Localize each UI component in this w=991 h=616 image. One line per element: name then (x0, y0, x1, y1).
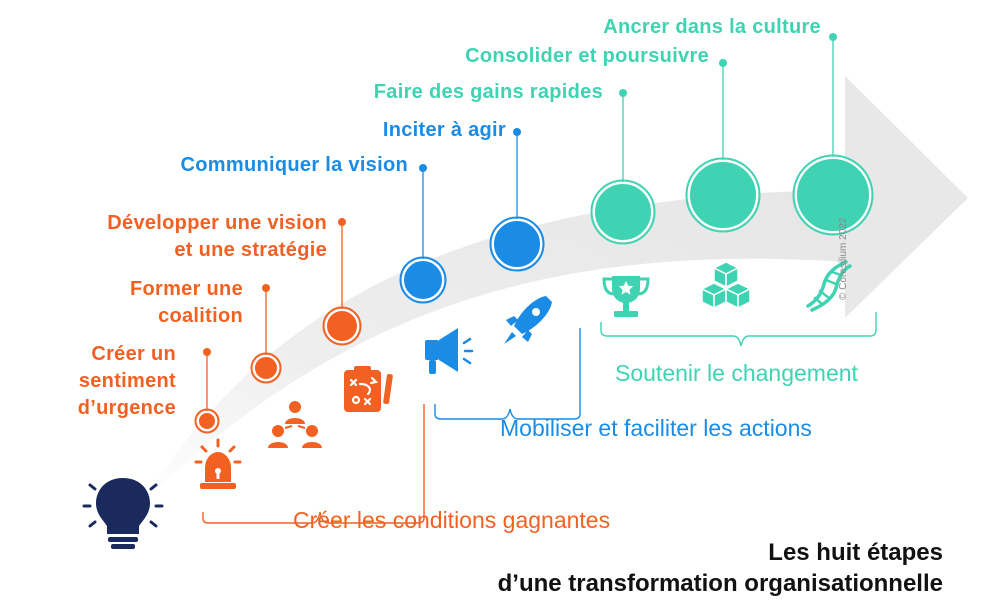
leader-dot-4 (419, 164, 427, 172)
bracket-mobilize (434, 328, 581, 420)
bracket-create (202, 404, 425, 524)
step-label-7: Consolider et poursuivre (465, 43, 709, 70)
step-1-line-2: sentiment (78, 370, 176, 392)
step-circle-2 (253, 355, 279, 381)
strategy-board-icon (344, 366, 393, 412)
leader-dot-7 (719, 59, 727, 67)
leader-dot-2 (262, 284, 270, 292)
step-label-5: Inciter à agir (383, 117, 506, 144)
leader-dot-5 (513, 128, 521, 136)
copyright-text: © Coresilium 2022 (838, 217, 849, 300)
arrow-head (845, 76, 968, 318)
leader-dot-3 (338, 218, 346, 226)
step-8-line-1: Ancrer dans la culture (603, 16, 821, 38)
lightbulb-icon (82, 478, 164, 549)
step-label-3: Développer une vision et une stratégie (107, 210, 327, 264)
step-7-line-1: Consolider et poursuivre (465, 45, 709, 67)
siren-icon (194, 438, 242, 489)
step-circle-3 (325, 309, 359, 343)
step-circle-8 (795, 157, 871, 233)
step-label-2: Former une coalition (130, 276, 243, 330)
dna-icon (806, 260, 852, 312)
step-circle-7 (688, 160, 758, 230)
title-line-2: d’une transformation organisationnelle (497, 570, 943, 597)
leader-dot-6 (619, 89, 627, 97)
leader-dot-8 (829, 33, 837, 41)
step-circle-6 (593, 182, 653, 242)
step-label-8: Ancrer dans la culture (603, 14, 821, 41)
rocket-icon (504, 296, 552, 344)
step-6-line-1: Faire des gains rapides (373, 81, 603, 103)
step-5-line-1: Inciter à agir (382, 119, 506, 141)
step-4-line-1: Communiquer la vision (180, 154, 408, 176)
step-3-line-2: et une stratégie (174, 239, 327, 261)
megaphone-icon (425, 328, 474, 374)
step-1-line-3: d’urgence (77, 397, 176, 419)
step-circle-1 (197, 411, 217, 431)
bracket-sustain (600, 312, 877, 347)
cubes-icon (700, 261, 752, 310)
team-icon (268, 401, 322, 448)
step-circle-5 (492, 219, 542, 269)
step-circle-4 (402, 259, 444, 301)
phase-label-sustain: Soutenir le changement (615, 360, 858, 386)
step-3-line-1: Développer une vision (107, 212, 327, 234)
diagram-title: Les huit étapes d’une transformation org… (498, 537, 943, 599)
step-1-line-1: Créer un (91, 343, 176, 365)
title-line-1: Les huit étapes (768, 539, 943, 566)
step-label-1: Créer un sentiment d’urgence (78, 341, 176, 422)
step-2-line-1: Former une (129, 278, 243, 300)
step-2-line-2: coalition (158, 305, 243, 327)
trophy-icon (602, 276, 650, 317)
step-label-6: Faire des gains rapides (374, 79, 603, 106)
step-label-4: Communiquer la vision (181, 152, 408, 179)
leader-dot-1 (203, 348, 211, 356)
phase-label-mobilize: Mobiliser et faciliter les actions (500, 415, 812, 441)
phase-label-create: Créer les conditions gagnantes (293, 507, 611, 533)
